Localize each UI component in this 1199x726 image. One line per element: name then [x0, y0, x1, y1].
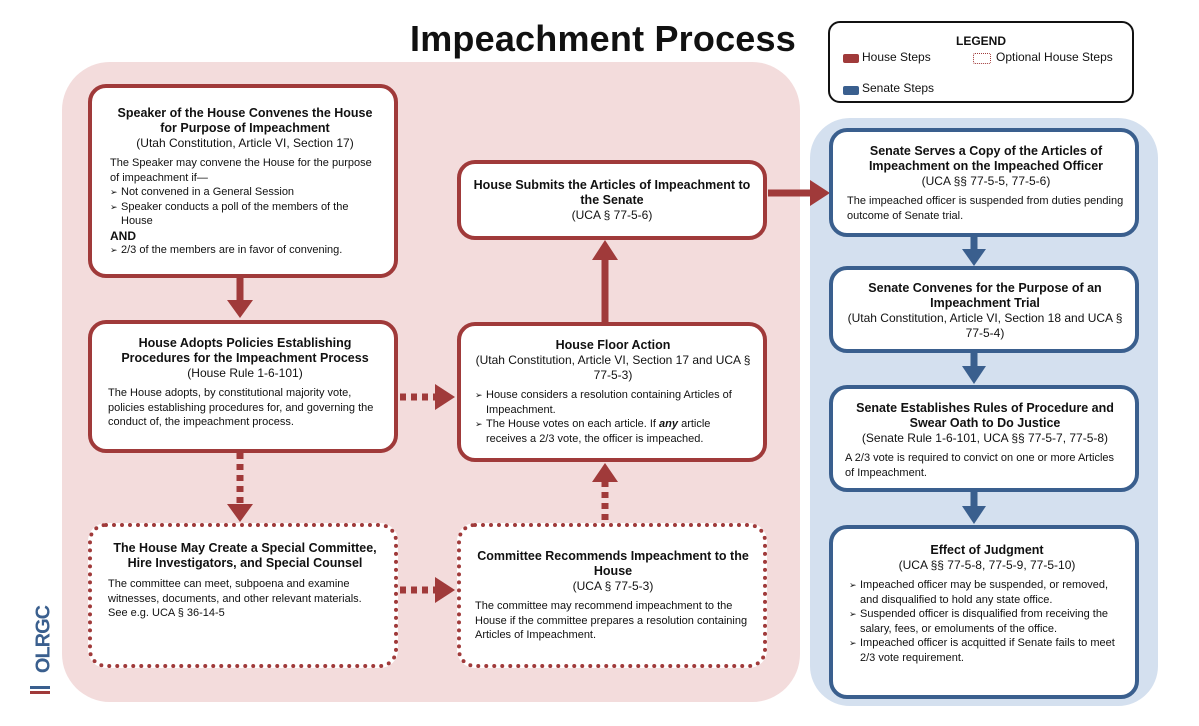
effect-cite: (UCA §§ 77-5-8, 77-5-9, 77-5-10) [898, 558, 1076, 572]
committee-title: Committee Recommends Impeachment to the … [477, 549, 749, 578]
serves-body: The impeached officer is suspended from … [847, 195, 1124, 222]
speaker-convenes-box: Speaker of the House Convenes the House … [88, 84, 398, 278]
house-floor-action-box: House Floor Action (Utah Constitution, A… [457, 322, 767, 462]
effect-bullet: Impeached officer is acquitted if Senate… [849, 636, 1125, 665]
speaker-bullet: Not convened in a General Session [110, 185, 380, 200]
optional-swatch [973, 53, 991, 64]
arrowhead-special-to-committee [435, 577, 455, 603]
legend-optional-label: Optional House Steps [996, 50, 1113, 64]
floor-bullet: The House votes on each article. If any … [475, 417, 751, 446]
logo-text: OLRGC [32, 605, 55, 674]
page-title: Impeachment Process [410, 18, 796, 59]
effect-bullet: Impeached officer may be suspended, or r… [849, 578, 1125, 607]
effect-bullet: Suspended officer is disqualified from r… [849, 607, 1125, 636]
senate-rules-box: Senate Establishes Rules of Procedure an… [829, 385, 1139, 492]
adopts-body: The House adopts, by constitutional majo… [108, 387, 374, 428]
arrowhead-adopts-to-floor [435, 384, 455, 410]
arrowhead-floor-to-submits [592, 240, 618, 260]
serves-cite: (UCA §§ 77-5-5, 77-5-6) [921, 174, 1051, 188]
speaker-bullet: 2/3 of the members are in favor of conve… [110, 243, 380, 258]
speaker-and: AND [110, 228, 136, 243]
convenes-title: Senate Convenes for the Purpose of an Im… [868, 281, 1102, 310]
floor-title: House Floor Action [555, 338, 671, 352]
arrowhead-submits-to-serves [810, 180, 830, 206]
committee-body: The committee may recommend impeachment … [475, 600, 748, 641]
house-submits-box: House Submits the Articles of Impeachmen… [457, 160, 767, 240]
arrowhead-speaker-to-adopts [227, 300, 253, 318]
serves-title: Senate Serves a Copy of the Articles of … [868, 144, 1104, 173]
logo-mark [30, 686, 50, 694]
floor-cite: (Utah Constitution, Article VI, Section … [475, 353, 751, 382]
floor-bullet: House considers a resolution containing … [475, 388, 751, 417]
senate-serves-box: Senate Serves a Copy of the Articles of … [829, 128, 1139, 237]
submits-title: House Submits the Articles of Impeachmen… [473, 178, 751, 207]
arrowhead-adopts-to-special [227, 504, 253, 522]
adopts-title: House Adopts Policies Establishing Proce… [121, 336, 369, 365]
house-swatch [843, 54, 859, 63]
senate-swatch [843, 86, 859, 95]
speaker-bullet: Speaker conducts a poll of the members o… [110, 200, 380, 229]
submits-cite: (UCA § 77-5-6) [571, 208, 653, 222]
speaker-intro: The Speaker may convene the House for th… [110, 157, 372, 184]
effect-title: Effect of Judgment [930, 543, 1044, 557]
rules-cite: (Senate Rule 1-6-101, UCA §§ 77-5-7, 77-… [861, 431, 1109, 445]
arrowhead-rules-to-effect [962, 506, 986, 524]
arrowhead-convenes-to-rules [962, 366, 986, 384]
rules-body: A 2/3 vote is required to convict on one… [845, 452, 1115, 479]
special-committee-box: The House May Create a Special Committee… [88, 523, 398, 668]
olrgc-logo: OLRGC [20, 600, 62, 696]
legend-title: LEGEND [955, 34, 1006, 48]
legend-house-label: House Steps [862, 50, 931, 64]
effect-of-judgment-box: Effect of Judgment (UCA §§ 77-5-8, 77-5-… [829, 525, 1139, 699]
adopts-cite: (House Rule 1-6-101) [187, 366, 303, 380]
speaker-cite: (Utah Constitution, Article VI, Section … [136, 136, 354, 150]
speaker-title: Speaker of the House Convenes the House … [117, 106, 373, 135]
special-body: The committee can meet, subpoena and exa… [108, 578, 362, 619]
special-title: The House May Create a Special Committee… [113, 541, 377, 570]
legend: LEGEND House Steps Optional House Steps … [828, 21, 1134, 103]
committee-cite: (UCA § 77-5-3) [572, 579, 654, 593]
legend-senate-label: Senate Steps [862, 81, 935, 95]
committee-recommends-box: Committee Recommends Impeachment to the … [457, 523, 767, 668]
rules-title: Senate Establishes Rules of Procedure an… [856, 401, 1114, 430]
senate-convenes-box: Senate Convenes for the Purpose of an Im… [829, 266, 1139, 353]
adopts-policies-box: House Adopts Policies Establishing Proce… [88, 320, 398, 453]
convenes-cite: (Utah Constitution, Article VI, Section … [847, 311, 1123, 340]
arrowhead-committee-to-floor [592, 463, 618, 482]
arrowhead-serves-to-convenes [962, 249, 986, 266]
